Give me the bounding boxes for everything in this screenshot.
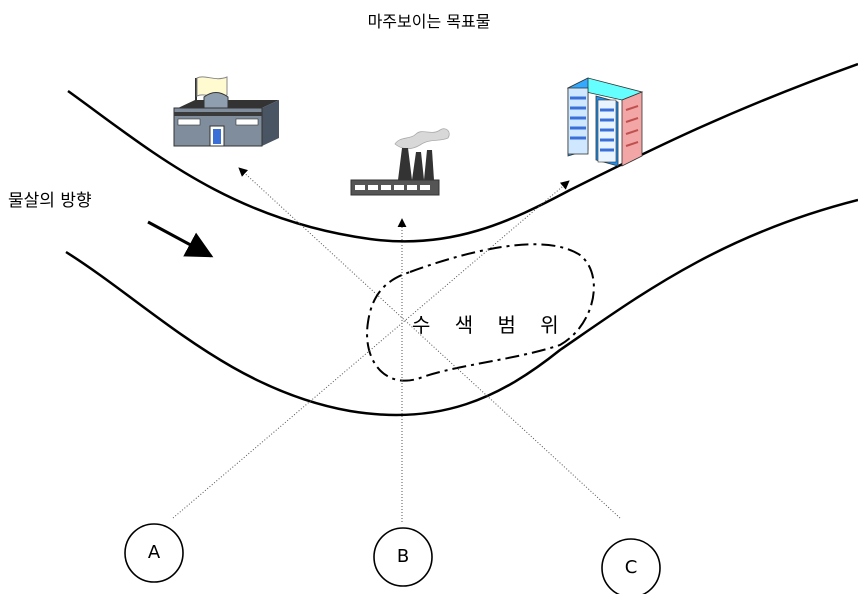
factory-smokestack-icon — [350, 128, 450, 196]
observer-b-label: B — [396, 546, 410, 567]
observer-a-circle — [124, 523, 184, 583]
sight-line-a — [172, 180, 570, 519]
observer-c-circle — [601, 538, 661, 594]
river-bank-upper — [67, 62, 858, 243]
current-direction-arrow — [147, 220, 214, 258]
observer-c-label: C — [624, 557, 638, 578]
search-area-boundary — [366, 243, 595, 382]
government-building-icon — [173, 76, 279, 147]
current-direction-label: 물살의 방향 — [8, 191, 92, 211]
observer-b-circle — [373, 527, 433, 587]
river-bank-lower — [65, 198, 858, 417]
sight-line-c — [238, 167, 621, 519]
diagram-title: 마주보이는 목표물 — [367, 12, 491, 31]
observer-a-label: A — [147, 542, 161, 563]
search-area-label: 수 색 범 위 — [412, 313, 568, 337]
apartment-buildings-icon — [566, 77, 644, 167]
